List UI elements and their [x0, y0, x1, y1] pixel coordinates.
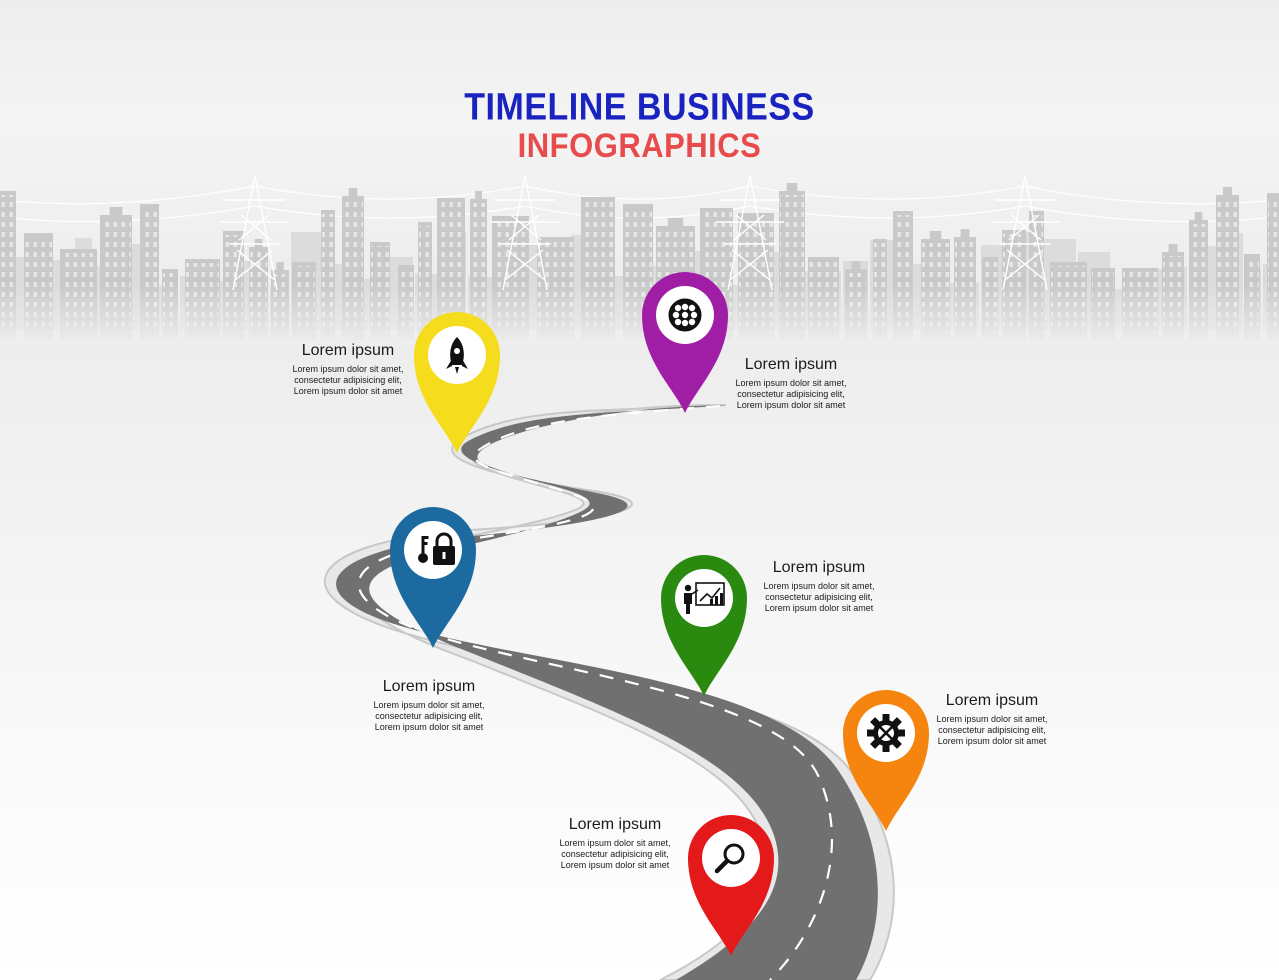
milestone-heading: Lorem ipsum — [301, 342, 395, 359]
pylon — [991, 175, 1059, 291]
building-roof — [276, 262, 284, 271]
road-center-line — [357, 404, 833, 980]
globe-icon — [668, 298, 702, 332]
milestone-label-blue: Lorem ipsum Lorem ipsum dolor sit amet, … — [329, 678, 529, 733]
milestone-label-red: Lorem ipsum Lorem ipsum dolor sit amet, … — [515, 816, 715, 871]
milestone-text: Lorem ipsum dolor sit amet, consectetur … — [292, 364, 404, 396]
milestone-heading: Lorem ipsum — [772, 559, 866, 576]
building-roof — [786, 183, 798, 192]
building-roof — [1222, 187, 1233, 196]
skyline-fog — [0, 285, 1279, 345]
milestone-text: Lorem ipsum dolor sit amet, consectetur … — [373, 700, 485, 732]
milestone-pins — [390, 272, 929, 956]
pylon — [491, 175, 559, 291]
building-roof — [960, 229, 970, 238]
rocket-icon — [446, 337, 468, 374]
pylon — [716, 175, 784, 291]
pin-orange — [843, 690, 929, 831]
milestone-text: Lorem ipsum dolor sit amet, consectetur … — [763, 581, 875, 613]
milestone-label-orange: Lorem ipsum Lorem ipsum dolor sit amet, … — [892, 692, 1092, 747]
building-roof — [109, 207, 123, 216]
road-surface — [336, 405, 878, 980]
milestone-text: Lorem ipsum dolor sit amet, consectetur … — [559, 838, 671, 870]
gear-wrench-icon — [867, 714, 905, 752]
milestone-label-yellow: Lorem ipsum Lorem ipsum dolor sit amet, … — [248, 342, 448, 397]
presentation-icon — [684, 582, 725, 614]
building-roof — [851, 261, 861, 270]
pin-red — [688, 815, 774, 956]
milestone-heading: Lorem ipsum — [382, 678, 476, 695]
building-roof — [667, 218, 684, 227]
key-lock-icon — [418, 532, 455, 565]
pin-yellow — [414, 312, 500, 453]
pin-blue — [390, 507, 476, 648]
pylon — [221, 175, 289, 291]
milestone-text: Lorem ipsum dolor sit amet, consectetur … — [936, 714, 1048, 746]
pin-green — [661, 555, 747, 696]
milestone-heading: Lorem ipsum — [945, 692, 1039, 709]
building-roof — [929, 231, 942, 240]
milestone-heading: Lorem ipsum — [568, 816, 662, 833]
building-roof — [1194, 212, 1203, 221]
milestone-text: Lorem ipsum dolor sit amet, consectetur … — [735, 378, 847, 410]
milestone-label-purple: Lorem ipsum Lorem ipsum dolor sit amet, … — [691, 356, 891, 411]
building-roof — [475, 191, 482, 200]
pin-purple — [642, 272, 728, 413]
milestone-label-green: Lorem ipsum Lorem ipsum dolor sit amet, … — [719, 559, 919, 614]
building-roof — [1168, 244, 1178, 253]
building-roof — [348, 188, 358, 197]
power-pylons — [221, 175, 1059, 291]
magnifier-icon — [714, 843, 745, 874]
building-windows — [1268, 197, 1279, 334]
winding-road — [324, 403, 895, 980]
title-line-2: INFOGRAPHICS — [517, 125, 762, 166]
milestone-heading: Lorem ipsum — [744, 356, 838, 373]
title-line-1: TIMELINE BUSINESS — [464, 85, 815, 129]
